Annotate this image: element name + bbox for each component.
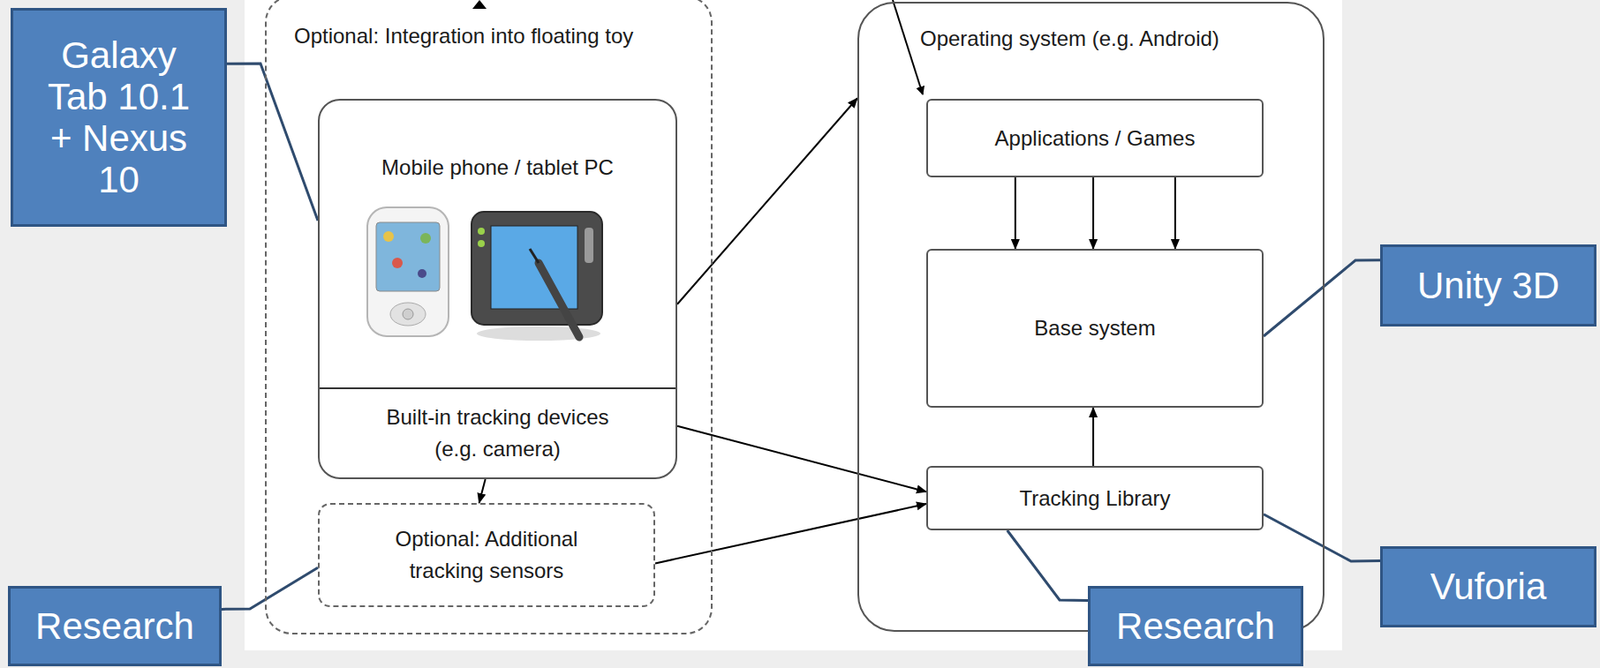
arrow-connector (1014, 177, 1017, 250)
process-box: Applications / Games (926, 98, 1264, 178)
arrow-connector (655, 504, 927, 564)
box-label: Optional: Additional tracking sensors (367, 523, 606, 588)
leader-line (1263, 260, 1381, 337)
device-subtitle: Built-in tracking devices (e.g. camera) (365, 401, 631, 466)
device-section: Built-in tracking devices (e.g. camera) (319, 387, 676, 478)
callout-text: Unity 3D (1417, 264, 1560, 307)
offpage-arrow (892, 0, 923, 95)
arrow-connector (479, 479, 486, 504)
leader-line (1263, 514, 1381, 562)
callout-box: Unity 3D (1380, 244, 1597, 327)
group-title: Optional: Integration into floating toy (294, 20, 634, 53)
leader-line (226, 63, 318, 221)
process-box: Tracking Library (926, 466, 1264, 531)
callout-box: Research (1087, 586, 1304, 667)
process-box: Base system (926, 249, 1264, 408)
os-box: Operating system (e.g. Android) Applicati… (857, 1, 1325, 633)
callout-box: Research (7, 586, 222, 667)
tablet-icon (471, 211, 603, 341)
callout-box: Vuforia (1380, 546, 1597, 628)
group-title: Operating system (e.g. Android) (920, 22, 1220, 55)
device-title: Mobile phone / tablet PC (319, 151, 676, 184)
device-box: Mobile phone / tablet PC Built-in trackin… (317, 98, 678, 480)
box-label: Base system (1033, 312, 1155, 345)
box-label: Applications / Games (995, 122, 1196, 155)
callout-text: Research (1116, 605, 1276, 648)
box-label: Tracking Library (1018, 483, 1170, 515)
callout-box: Galaxy Tab 10.1 + Nexus 10 (10, 7, 227, 227)
leader-line (1007, 530, 1088, 601)
leader-line (221, 567, 318, 610)
arrow-connector (1092, 177, 1095, 250)
arrow-connector (1092, 407, 1095, 467)
arrow-connector (677, 426, 927, 493)
dashed-group: Optional: Integration into floating toyM… (264, 0, 713, 635)
arrow-connector (1174, 177, 1177, 250)
arrow-connector (677, 98, 858, 304)
phone-icon (367, 207, 449, 337)
callout-text: Galaxy Tab 10.1 + Nexus 10 (32, 34, 205, 201)
callout-text: Research (35, 605, 195, 648)
sensor-box: Optional: Additional tracking sensors (317, 503, 656, 608)
callout-text: Vuforia (1430, 566, 1548, 608)
offpage-arrowhead (472, 0, 487, 9)
